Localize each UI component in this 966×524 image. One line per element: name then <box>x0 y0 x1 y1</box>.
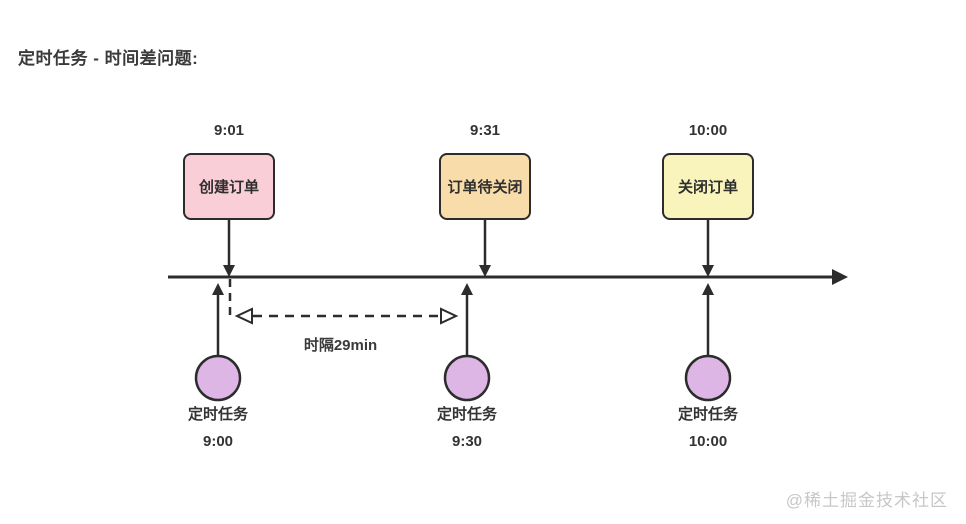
task-time-1: 9:00 <box>202 433 234 450</box>
task-circle-3 <box>684 354 732 402</box>
event-connector-3-arrowhead <box>702 265 714 277</box>
task-circle-1 <box>194 354 242 402</box>
page-title: 定时任务 - 时间差问题: <box>18 49 199 68</box>
event-connector-2-arrowhead <box>479 265 491 277</box>
task-label-2: 定时任务 <box>436 406 497 423</box>
event-box-create-order: 创建订单 <box>183 153 275 220</box>
task-label-1: 定时任务 <box>187 406 248 423</box>
event-time-1: 9:01 <box>213 122 245 139</box>
event-time-2: 9:31 <box>469 122 501 139</box>
event-box-order-pending-close: 订单待关闭 <box>439 153 531 220</box>
task-arrow-3-arrowhead <box>702 283 714 295</box>
event-time-3: 10:00 <box>688 122 728 139</box>
task-circle-2 <box>443 354 491 402</box>
task-time-3: 10:00 <box>688 433 728 450</box>
task-time-2: 9:30 <box>451 433 483 450</box>
interval-left-arrowhead <box>234 307 253 325</box>
event-box-close-order: 关闭订单 <box>662 153 754 220</box>
task-arrow-2-arrowhead <box>461 283 473 295</box>
interval-label: 时隔29min <box>303 337 378 354</box>
task-arrow-1-arrowhead <box>212 283 224 295</box>
task-label-3: 定时任务 <box>677 406 738 423</box>
interval-right-arrowhead <box>440 307 459 325</box>
timeline-axis-arrowhead <box>832 269 848 285</box>
event-connector-1-arrowhead <box>223 265 235 277</box>
watermark: @稀土掘金技术社区 <box>785 491 948 510</box>
